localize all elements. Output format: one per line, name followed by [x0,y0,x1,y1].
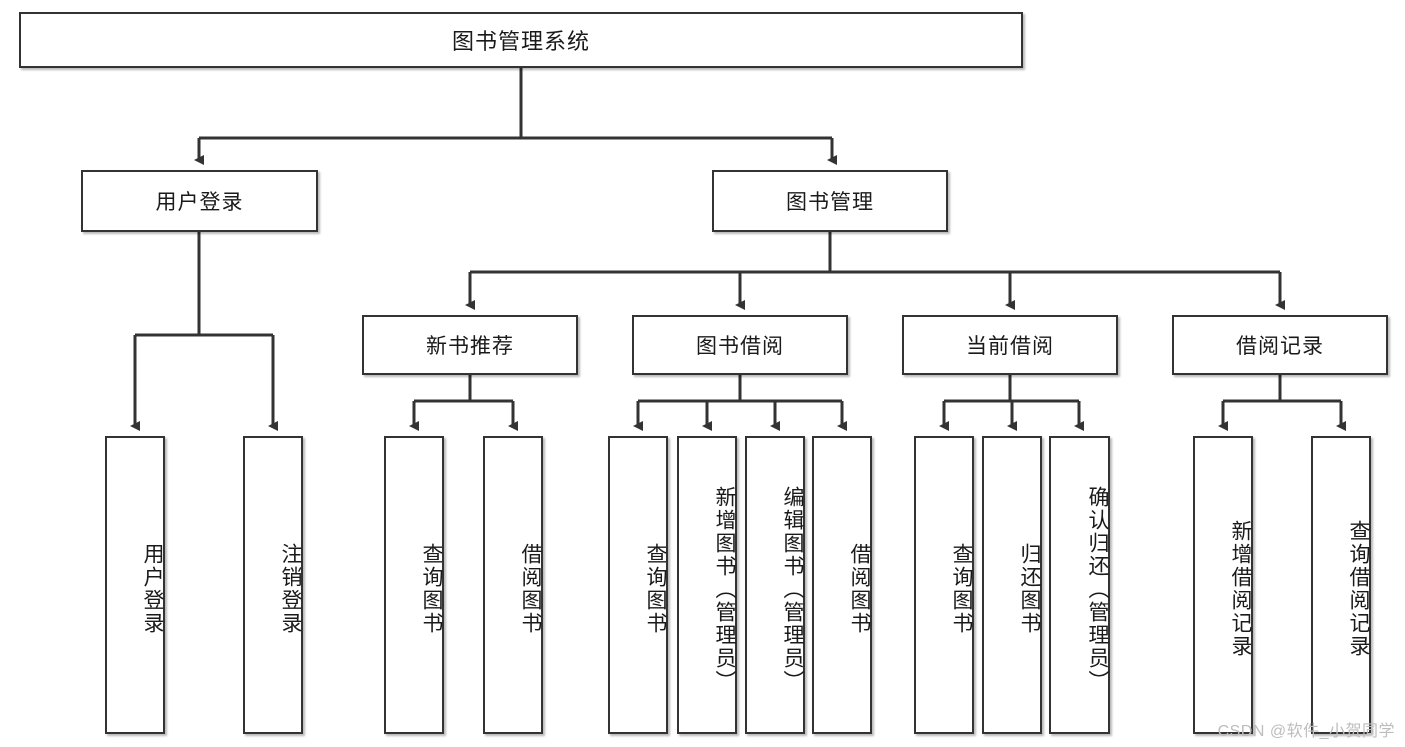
node-user-login[interactable]: 用户登录 [81,170,318,232]
node-leaf-borrow-book-2-label: 借阅图书 [848,543,871,635]
node-leaf-user-login-label: 用户登录 [141,543,164,635]
node-leaf-add-book[interactable]: 新增图书（管理员） [677,436,737,734]
node-current-borrow-label: 当前借阅 [966,335,1054,358]
node-leaf-add-record-label: 新增借阅记录 [1229,520,1252,658]
node-leaf-confirm-return[interactable]: 确认归还（管理员） [1049,436,1110,734]
node-leaf-borrow-book-1[interactable]: 借阅图书 [483,436,543,734]
node-leaf-user-logout[interactable]: 注销登录 [243,436,303,734]
node-leaf-query-record-label: 查询借阅记录 [1347,520,1370,658]
node-leaf-query-book-3[interactable]: 查询图书 [914,436,974,734]
node-leaf-borrow-book-2[interactable]: 借阅图书 [812,436,872,734]
node-book-manage[interactable]: 图书管理 [712,170,948,232]
node-user-login-label: 用户登录 [155,191,244,214]
csdn-watermark: CSDN @软件_小贺同学 [1217,723,1395,740]
node-new-book-recommend-label: 新书推荐 [426,335,514,358]
node-current-borrow[interactable]: 当前借阅 [902,315,1118,375]
node-borrow-record-label: 借阅记录 [1236,335,1324,358]
node-borrow-record[interactable]: 借阅记录 [1172,315,1388,375]
node-leaf-query-book-2-label: 查询图书 [644,543,667,635]
node-book-borrow[interactable]: 图书借阅 [632,315,848,375]
node-root[interactable]: 图书管理系统 [19,12,1023,68]
node-book-manage-label: 图书管理 [786,191,874,214]
node-book-borrow-label: 图书借阅 [696,335,784,358]
node-leaf-edit-book[interactable]: 编辑图书（管理员） [745,436,805,734]
node-leaf-user-login[interactable]: 用户登录 [105,436,165,734]
node-leaf-query-record[interactable]: 查询借阅记录 [1311,436,1371,734]
node-leaf-user-logout-label: 注销登录 [279,543,302,635]
node-leaf-edit-book-label: 编辑图书（管理员） [781,485,804,693]
node-new-book-recommend[interactable]: 新书推荐 [362,315,578,375]
node-leaf-add-record[interactable]: 新增借阅记录 [1193,436,1253,734]
node-leaf-return-book-label: 归还图书 [1018,543,1041,635]
node-leaf-return-book[interactable]: 归还图书 [982,436,1042,734]
node-leaf-query-book-2[interactable]: 查询图书 [608,436,668,734]
node-leaf-query-book-1[interactable]: 查询图书 [384,436,444,734]
node-leaf-query-book-3-label: 查询图书 [950,543,973,635]
node-leaf-query-book-1-label: 查询图书 [420,543,443,635]
node-leaf-confirm-return-label: 确认归还（管理员） [1086,485,1109,693]
node-leaf-add-book-label: 新增图书（管理员） [713,485,736,693]
node-root-label: 图书管理系统 [451,29,590,54]
node-leaf-borrow-book-1-label: 借阅图书 [519,543,542,635]
